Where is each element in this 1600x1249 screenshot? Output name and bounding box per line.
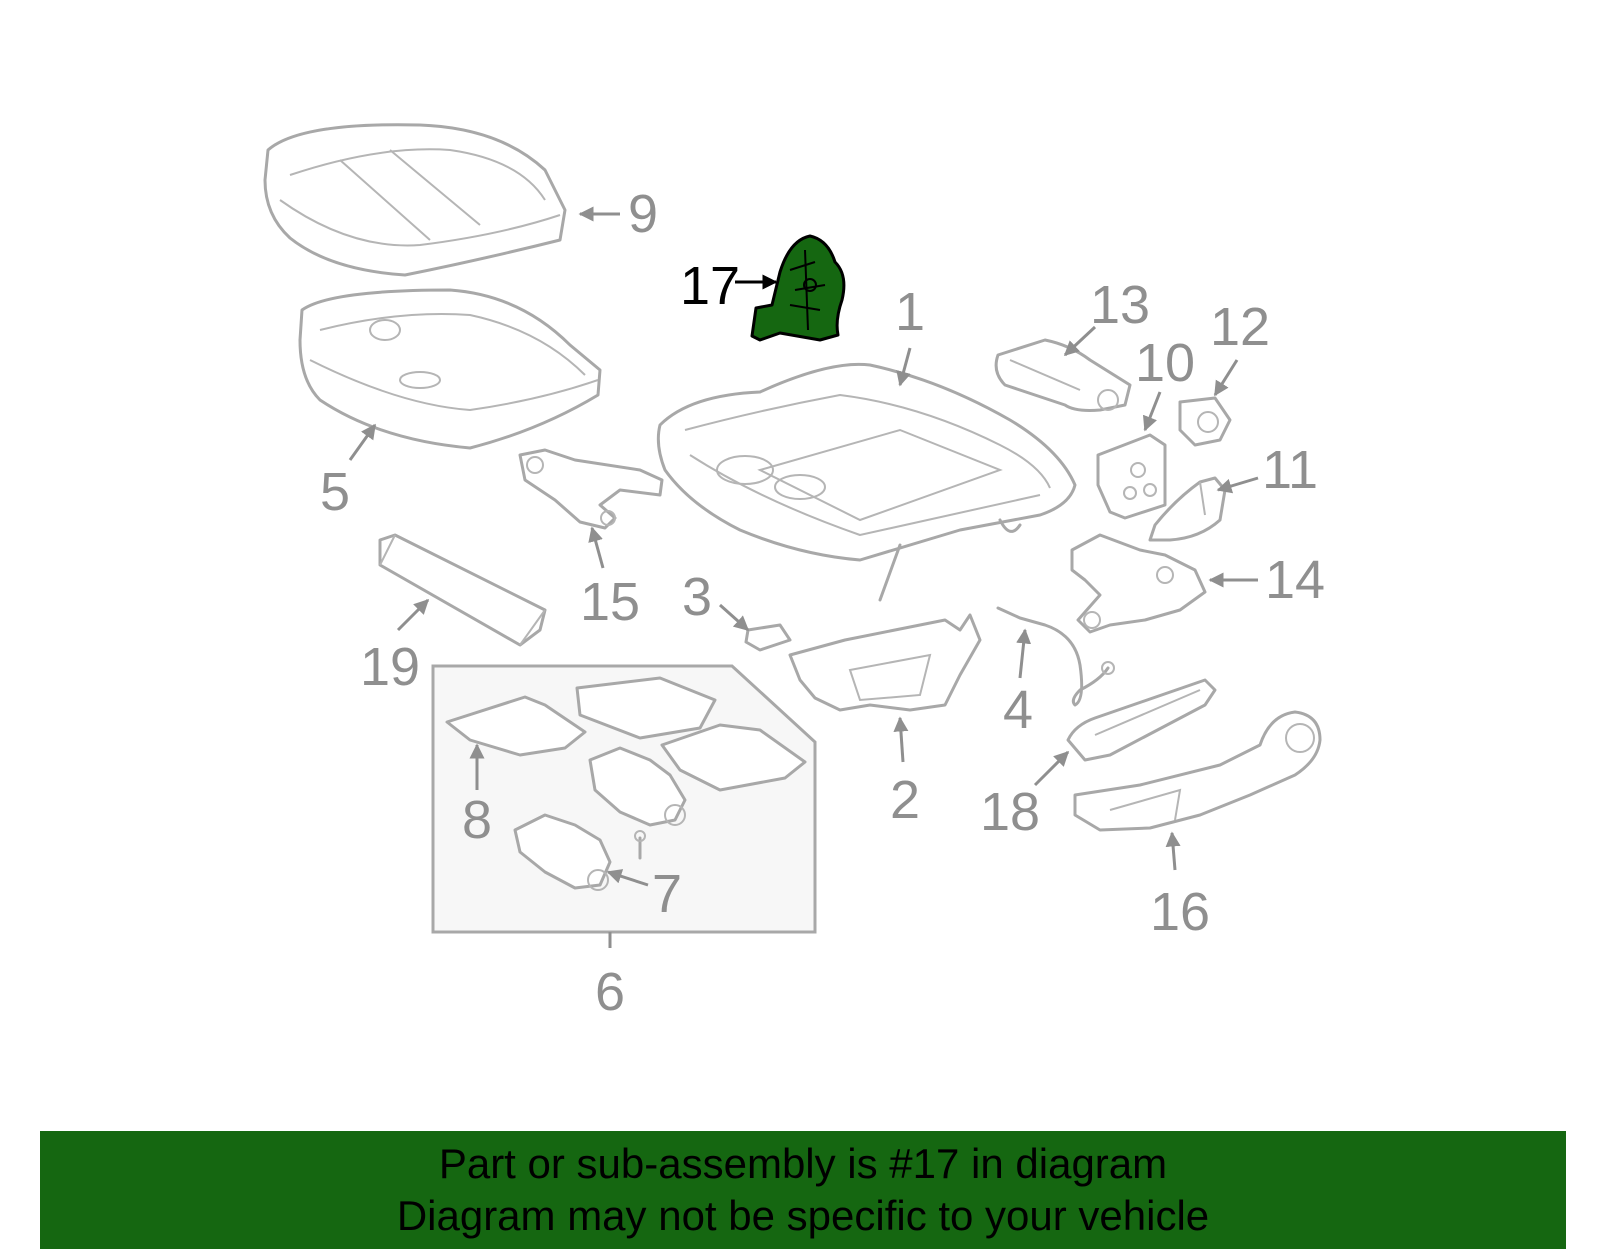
callout-5: 5	[320, 462, 350, 522]
callout-15: 15	[580, 572, 640, 632]
part-3-clip[interactable]	[744, 623, 792, 652]
part-11-trim-cover[interactable]	[1148, 476, 1227, 542]
callouts: 9 17 1 13 12 10 11 14 5 15 19 3	[320, 184, 1325, 1022]
callout-12: 12	[1210, 297, 1270, 357]
part-8-panels[interactable]	[445, 676, 807, 792]
callout-11: 11	[1262, 440, 1318, 500]
part-17-highlighted-bracket[interactable]	[750, 234, 846, 342]
part-4-cable[interactable]	[996, 606, 1115, 707]
callout-4: 4	[1003, 680, 1033, 740]
callout-14: 14	[1265, 550, 1325, 610]
part-9-seat-cover[interactable]	[263, 123, 567, 277]
callout-8: 8	[462, 790, 492, 850]
part-1-seat-frame[interactable]	[656, 362, 1077, 602]
part-18-rail-cover[interactable]	[1066, 678, 1217, 762]
part-16-seat-track[interactable]	[1073, 710, 1322, 832]
part-7-motors[interactable]	[513, 746, 687, 891]
callout-16: 16	[1150, 882, 1210, 942]
callout-13: 13	[1090, 275, 1150, 335]
part-15-height-adjuster[interactable]	[518, 448, 664, 530]
callout-3: 3	[682, 567, 712, 627]
part-19-trim-strip[interactable]	[378, 533, 547, 647]
part-13-motor[interactable]	[994, 338, 1132, 412]
part-12-knob[interactable]	[1178, 396, 1232, 447]
callout-2: 2	[890, 770, 920, 830]
info-banner: Part or sub-assembly is #17 in diagram D…	[40, 1131, 1566, 1249]
callout-7: 7	[652, 864, 682, 924]
callout-6: 6	[595, 962, 625, 1022]
banner-line-2: Diagram may not be specific to your vehi…	[396, 1192, 1210, 1239]
callout-17: 17	[680, 256, 740, 316]
part-14-motor-assembly[interactable]	[1070, 533, 1207, 634]
banner-line-1: Part or sub-assembly is #17 in diagram	[438, 1140, 1168, 1187]
callout-10: 10	[1135, 333, 1195, 393]
part-10-switch-panel[interactable]	[1096, 433, 1167, 520]
callout-9: 9	[628, 184, 658, 244]
part-5-cushion-pad[interactable]	[298, 288, 602, 450]
callout-19: 19	[360, 637, 420, 697]
callout-18: 18	[980, 782, 1040, 842]
callout-1: 1	[895, 282, 925, 342]
part-2-side-bracket[interactable]	[788, 613, 982, 712]
